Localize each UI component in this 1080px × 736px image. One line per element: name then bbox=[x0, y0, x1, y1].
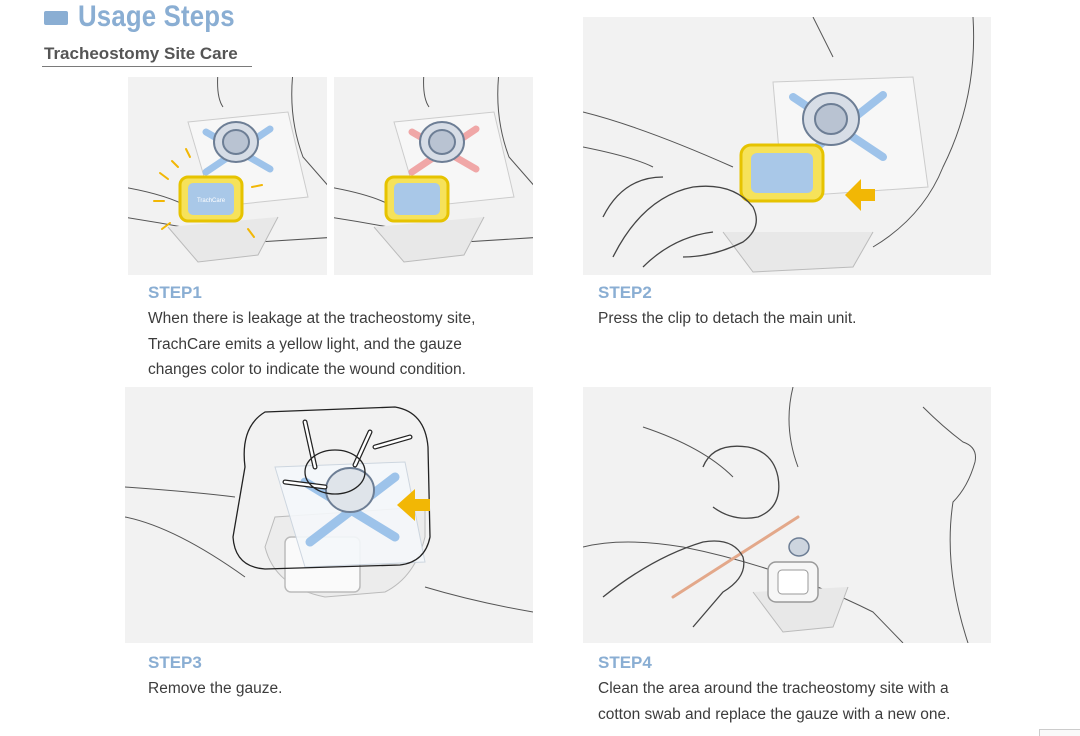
step2-description: Press the clip to detach the main unit. bbox=[598, 310, 857, 327]
page-title: Usage Steps bbox=[78, 0, 235, 33]
title-accent-bar bbox=[44, 11, 68, 25]
step3-image-remove-gauze bbox=[125, 387, 533, 643]
step3-description: Remove the gauze. bbox=[148, 680, 283, 697]
page-corner-tab bbox=[1039, 729, 1080, 736]
step1-description: When there is leakage at the tracheostom… bbox=[148, 310, 476, 378]
device-brand-label: TrachCare bbox=[197, 198, 226, 204]
step1-image-yellow-light: TrachCare bbox=[128, 77, 327, 275]
step4-image-clean-site bbox=[583, 387, 991, 643]
step2-label: STEP2 bbox=[598, 283, 652, 302]
subtitle-underline bbox=[42, 66, 252, 67]
step2-image-press-clip bbox=[583, 17, 991, 275]
step4-label: STEP4 bbox=[598, 653, 652, 672]
page-subtitle: Tracheostomy Site Care bbox=[44, 44, 238, 63]
step1-image-gauze-color bbox=[334, 77, 533, 275]
step4-description: Clean the area around the tracheostomy s… bbox=[598, 680, 951, 723]
step1-label: STEP1 bbox=[148, 283, 202, 302]
step3-label: STEP3 bbox=[148, 653, 202, 672]
